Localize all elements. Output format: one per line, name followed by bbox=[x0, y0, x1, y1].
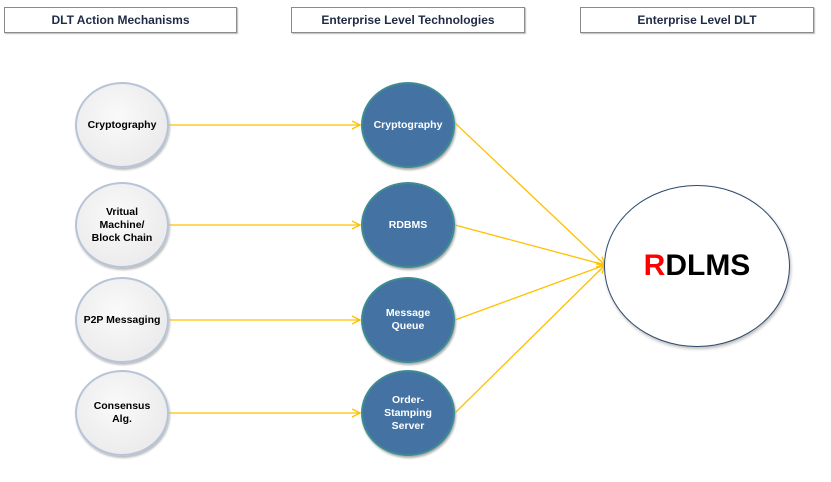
arrow-technology-to-rdlms-3 bbox=[454, 265, 605, 414]
arrow-technology-to-rdlms-1 bbox=[454, 224, 605, 265]
arrow-technology-to-rdlms-2 bbox=[454, 265, 605, 321]
technology-rdbms: RDBMS bbox=[361, 182, 455, 268]
mechanism-cryptography: Cryptography bbox=[75, 82, 169, 168]
technology-message-queue: Message Queue bbox=[361, 277, 455, 363]
technology-order-stamping-server: Order- Stamping Server bbox=[361, 370, 455, 456]
technology-cryptography: Cryptography bbox=[361, 82, 455, 168]
mechanism-p2p-messaging: P2P Messaging bbox=[75, 277, 169, 363]
arrow-technology-to-rdlms-0 bbox=[454, 122, 605, 265]
mechanism-consensus-alg: Consensus Alg. bbox=[75, 370, 169, 456]
target-first-letter: R bbox=[643, 249, 666, 282]
mechanism-virtual-machine-block-chain: Vritual Machine/ Block Chain bbox=[75, 182, 169, 268]
header-enterprise-level-technologies: Enterprise Level Technologies bbox=[291, 7, 525, 33]
target-rest: DLMS bbox=[665, 249, 751, 282]
header-dlt-action-mechanisms: DLT Action Mechanisms bbox=[4, 7, 237, 33]
header-enterprise-level-dlt: Enterprise Level DLT bbox=[580, 7, 814, 33]
